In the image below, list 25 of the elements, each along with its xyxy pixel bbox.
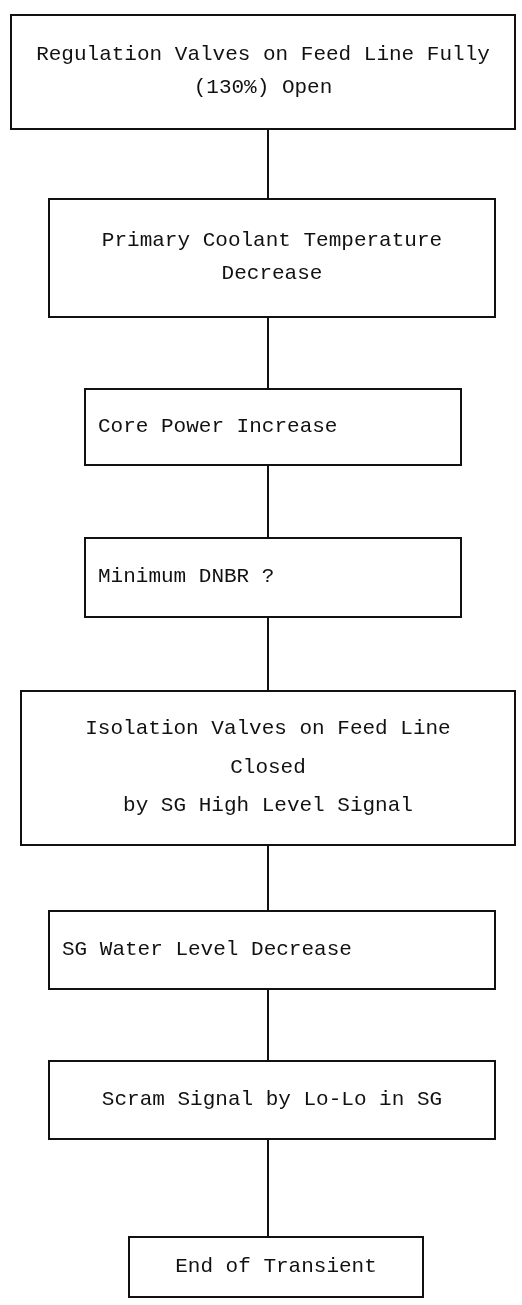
box-text: Core Power Increase xyxy=(98,413,338,440)
box-text: End of Transient xyxy=(175,1253,377,1280)
box-text: Minimum DNBR ? xyxy=(98,564,275,591)
connector-line xyxy=(267,129,269,199)
process-box xyxy=(48,198,496,318)
box-text: Scram Signal by Lo-Lo in SG xyxy=(101,1086,443,1113)
process-box xyxy=(48,1060,496,1140)
process-box xyxy=(128,1236,424,1298)
connector-line xyxy=(267,317,269,389)
box-text: SG Water Level Decrease xyxy=(62,936,352,963)
process-box xyxy=(20,690,516,846)
box-text: Closed xyxy=(230,754,306,781)
connector-line xyxy=(267,845,269,911)
box-text: by SG High Level Signal xyxy=(123,793,413,820)
connector-line xyxy=(267,617,269,691)
connector-line xyxy=(267,1139,269,1237)
connector-line xyxy=(267,989,269,1061)
process-box xyxy=(84,388,462,466)
box-text: Primary Coolant Temperature Decrease xyxy=(100,228,444,287)
box-text: Isolation Valves on Feed Line xyxy=(85,716,451,743)
process-box xyxy=(84,537,462,618)
process-box xyxy=(10,14,516,130)
connector-line xyxy=(267,465,269,538)
box-text: Regulation Valves on Feed Line Fully (130%) Open xyxy=(35,42,491,101)
process-box xyxy=(48,910,496,990)
